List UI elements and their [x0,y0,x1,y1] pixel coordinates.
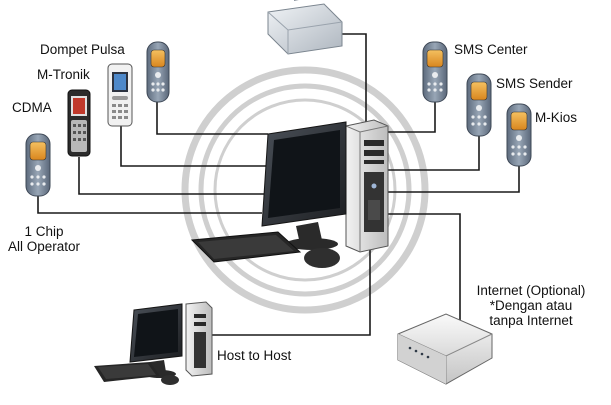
label-m-tronik: M-Tronik [37,67,90,82]
connection-lines [37,33,520,336]
line-host [212,250,371,336]
line-mtronik-phone [78,157,266,195]
label-m-kios: M-Kios [535,110,578,125]
line-dompet-pulsa [156,102,268,135]
main-computer-tower [345,119,389,253]
host-computer [94,301,213,385]
phone-m-tronik [107,63,133,127]
label-sms-center: SMS Center [454,42,528,57]
line-sms-sender [388,136,480,171]
label-cdma: CDMA [12,100,52,115]
line-modem [334,33,367,124]
label-one-chip-line1: 1 Chip [24,224,64,239]
label-sms-sender: SMS Sender [496,76,573,91]
label-one-chip-line2: All Operator [7,239,81,254]
internet-router [397,313,493,385]
label-host-to-host: Host to Host [217,348,292,363]
phone-sms-center [422,41,448,103]
phone-cdma [67,89,91,157]
label-internet-line2: *Dengan atau [489,298,573,313]
background-rings [181,66,429,314]
phone-one-chip [25,133,51,197]
label-internet: Internet (Optional) *Dengan atau tanpa I… [466,283,596,328]
phone-dompet-pulsa [146,41,170,103]
line-sms-center [388,102,436,133]
main-computer-keyboard [190,231,340,268]
label-internet-line1: Internet (Optional) [476,283,586,298]
label-one-chip: 1 Chip All Operator [2,224,86,254]
line-m-tronik [120,126,270,167]
line-internet [384,213,461,330]
phone-sms-sender [466,73,492,137]
gsm-modem [267,0,343,55]
line-m-kios [388,166,520,193]
label-internet-line3: tanpa Internet [489,313,573,328]
phone-m-kios [506,103,532,167]
line-one-chip [37,196,262,214]
label-dompet-pulsa: Dompet Pulsa [40,42,125,57]
main-computer-monitor [261,121,347,250]
